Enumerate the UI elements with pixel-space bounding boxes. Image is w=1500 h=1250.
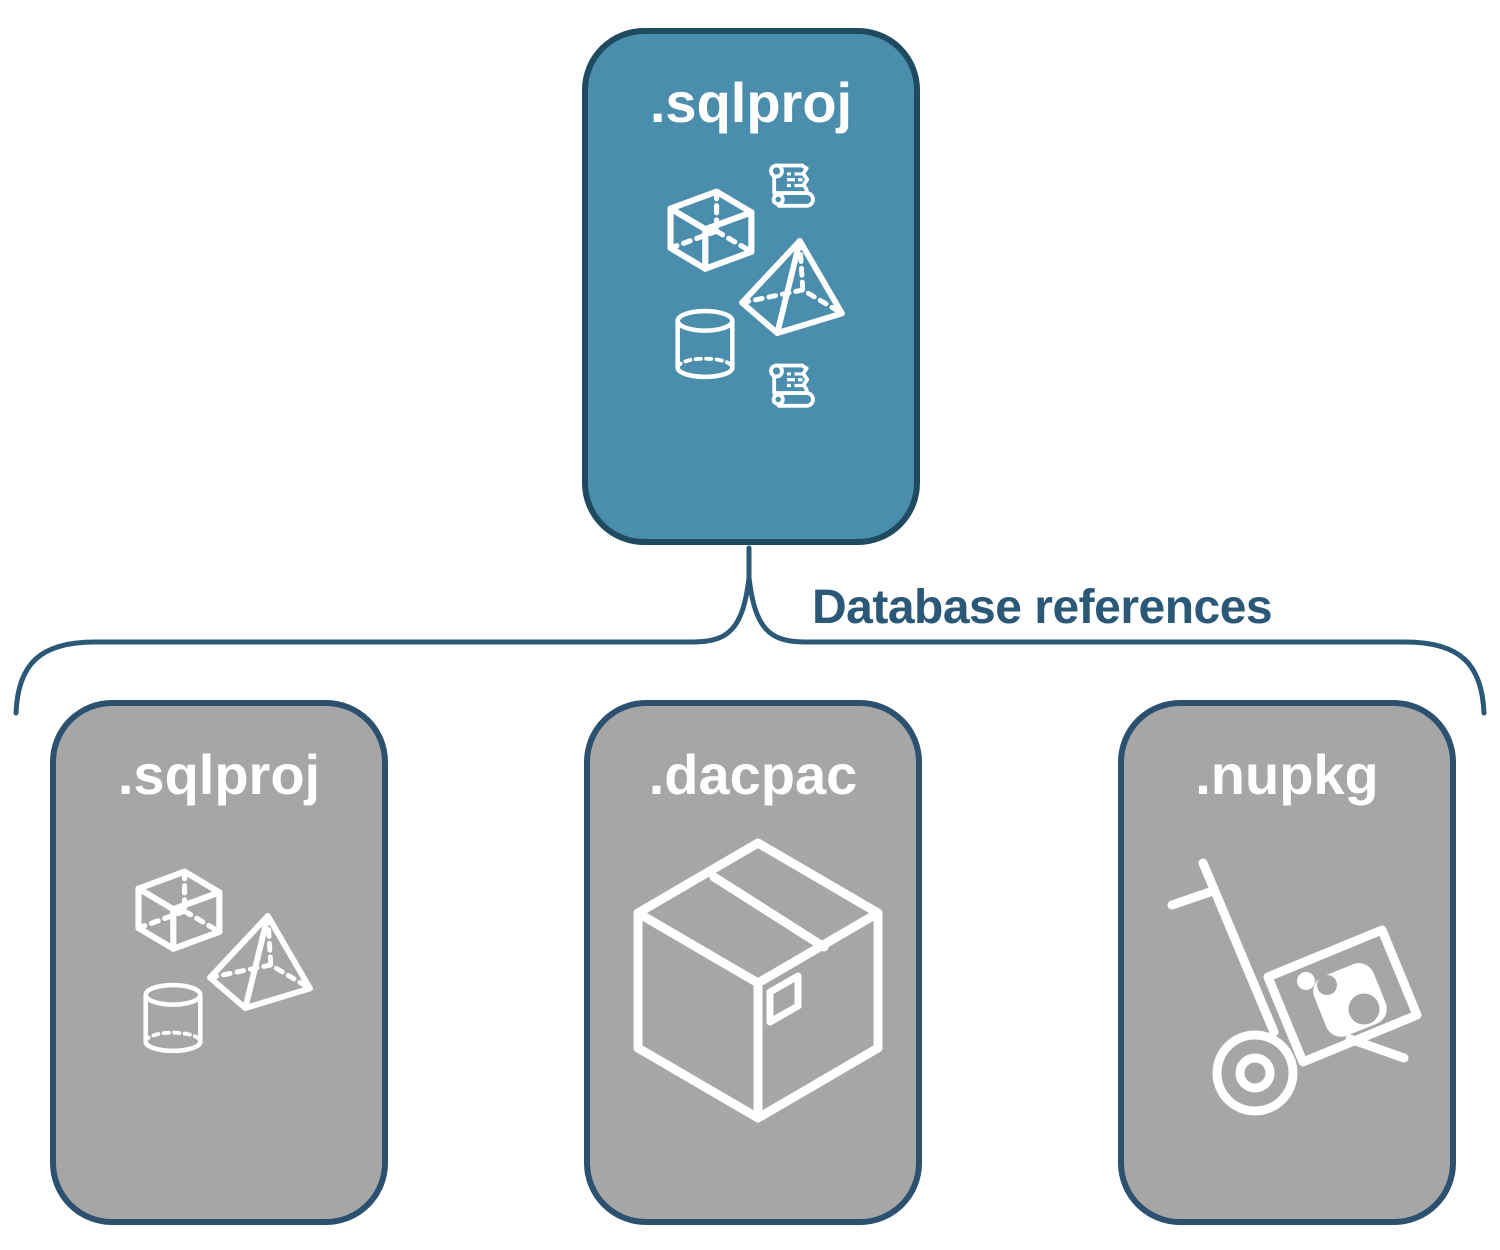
parent-box-label: .sqlproj	[649, 71, 853, 134]
child-box-sqlproj: .sqlproj	[50, 700, 388, 1225]
scroll-icon	[762, 360, 820, 418]
pyramid-icon	[738, 238, 846, 336]
package-box-icon	[612, 830, 888, 1130]
parent-box-sqlproj: .sqlproj	[582, 28, 920, 545]
cylinder-icon	[670, 308, 740, 382]
cylinder-icon	[138, 982, 208, 1056]
nuget-handtruck-icon	[1150, 840, 1450, 1120]
child-box-label: .nupkg	[1195, 743, 1379, 806]
pyramid-icon	[206, 913, 314, 1011]
child-box-label: .sqlproj	[117, 743, 321, 806]
scroll-icon	[762, 160, 820, 218]
connector-label: Database references	[812, 581, 1273, 634]
child-box-dacpac: .dacpac	[584, 700, 922, 1225]
child-box-label: .dacpac	[648, 743, 858, 806]
